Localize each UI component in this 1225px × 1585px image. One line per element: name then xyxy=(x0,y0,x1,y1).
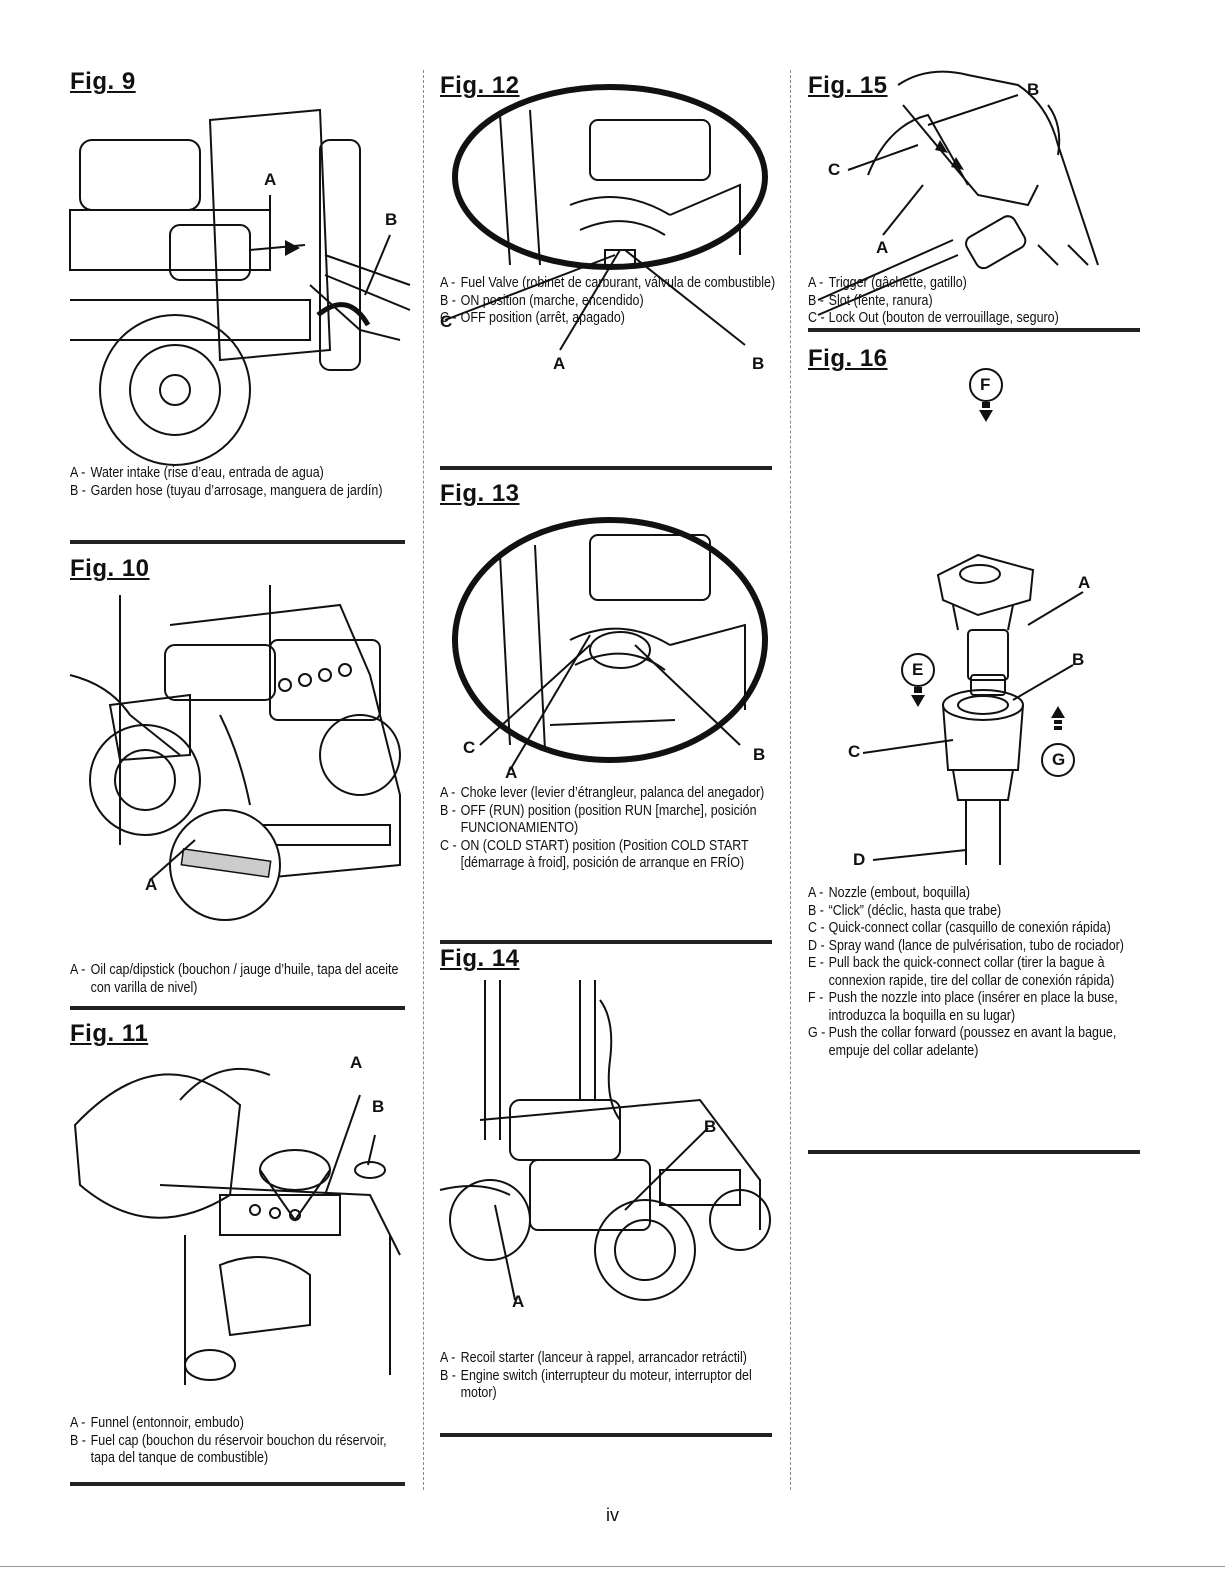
fig16-label-a: A xyxy=(1078,573,1091,592)
fig16-label-f: F xyxy=(980,375,991,394)
fig12-illustration xyxy=(444,84,768,351)
fig9-label-b: B xyxy=(385,210,398,229)
fig16-caption: A -Nozzle (embout, boquilla) B -“Click” … xyxy=(808,885,1124,1059)
fig16-label-b: B xyxy=(1072,650,1085,669)
fig13-label-a: A xyxy=(505,763,518,782)
fig9-label-a: A xyxy=(264,170,277,189)
fig10-title: Fig. 10 xyxy=(70,555,150,582)
fig16-label-e: E xyxy=(912,660,924,679)
fig13-illustration xyxy=(452,517,768,771)
fig11-caption: A -Funnel (entonnoir, embudo) B -Fuel ca… xyxy=(70,1415,387,1466)
fig15-label-c: C xyxy=(828,160,841,179)
column-separator-2 xyxy=(790,70,791,1490)
fig14-rule xyxy=(440,1433,772,1437)
fig11-illustration xyxy=(73,1067,401,1385)
fig13-title: Fig. 13 xyxy=(440,480,520,507)
fig14-illustration xyxy=(439,980,771,1301)
page-bottom-rule xyxy=(0,1566,1225,1567)
fig9-title: Fig. 9 xyxy=(70,68,136,95)
fig15-label-b: B xyxy=(1027,80,1040,99)
fig14-label-a: A xyxy=(512,1292,525,1311)
fig12-label-b: B xyxy=(752,354,765,373)
column-separator-1 xyxy=(423,70,424,1490)
fig16-rule xyxy=(808,1150,1140,1154)
fig15-title: Fig. 15 xyxy=(808,72,888,99)
fig16-label-c: C xyxy=(848,742,861,761)
fig16-title: Fig. 16 xyxy=(808,345,888,372)
fig10-illustration xyxy=(69,585,401,921)
fig16-label-d: D xyxy=(853,850,866,869)
fig12-rule xyxy=(440,466,772,470)
fig14-title: Fig. 14 xyxy=(440,945,520,972)
fig9-illustration xyxy=(69,108,411,466)
fig11-rule xyxy=(70,1482,405,1486)
fig13-caption: A -Choke lever (levier d’étrangleur, pal… xyxy=(440,785,765,871)
fig15-rule xyxy=(808,328,1140,332)
fig11-label-a: A xyxy=(350,1053,363,1072)
fig15-illustration xyxy=(817,70,1099,316)
fig15-caption: A -Trigger (gâchette, gatillo) B -Slot (… xyxy=(808,275,1059,326)
fig12-caption: A -Fuel Valve (robinet de carburant, vál… xyxy=(440,275,776,326)
page-number: iv xyxy=(606,1505,619,1525)
fig14-label-b: B xyxy=(704,1117,717,1136)
fig16-label-g: G xyxy=(1052,750,1066,769)
fig13-label-b: B xyxy=(753,745,766,764)
fig16-illustration xyxy=(862,368,1084,865)
fig12-title: Fig. 12 xyxy=(440,72,520,99)
fig11-title: Fig. 11 xyxy=(70,1020,149,1047)
fig12-label-a: A xyxy=(553,354,566,373)
fig9-rule xyxy=(70,540,405,544)
fig10-rule xyxy=(70,1006,405,1010)
fig13-rule xyxy=(440,940,772,944)
fig9-caption: A -Water intake (rise d’eau, entrada de … xyxy=(70,465,383,499)
fig14-caption: A -Recoil starter (lanceur à rappel, arr… xyxy=(440,1350,752,1401)
fig10-label-a: A xyxy=(145,875,158,894)
fig12-label-c: C xyxy=(440,312,453,331)
fig11-label-b: B xyxy=(372,1097,385,1116)
fig15-label-a: A xyxy=(876,238,889,257)
fig10-caption: A -Oil cap/dipstick (bouchon / jauge d’h… xyxy=(70,962,399,996)
fig13-label-c: C xyxy=(463,738,476,757)
